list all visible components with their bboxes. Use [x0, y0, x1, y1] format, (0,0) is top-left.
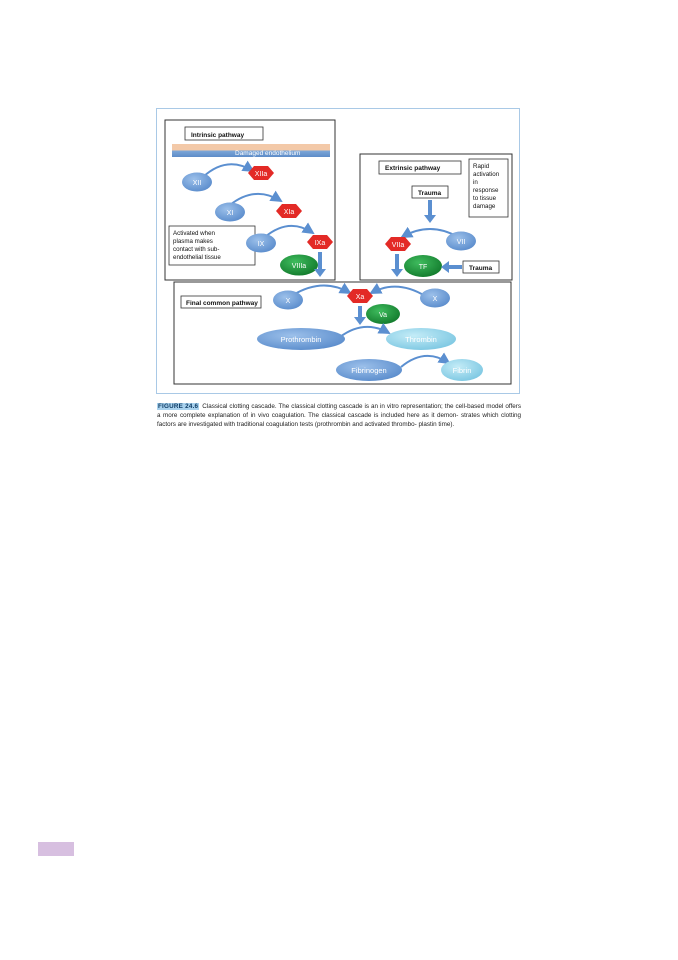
arrow-trauma-head	[424, 215, 436, 223]
factor-vii-label: VII	[457, 239, 466, 246]
factor-xia	[276, 204, 302, 218]
factor-thrombin	[386, 328, 456, 350]
factor-viiia-label: VIIIa	[292, 263, 307, 270]
factor-xi-label: XI	[227, 210, 234, 217]
arrow-viia-head	[391, 269, 403, 277]
arrow-ixa-head	[314, 269, 326, 277]
factor-xiia	[248, 166, 274, 180]
page-edge-tab	[38, 842, 74, 856]
common-title: Final common pathway	[186, 300, 258, 307]
factor-ixa	[307, 235, 333, 249]
arc-xii-xiia	[202, 160, 255, 178]
trauma-top-label: Trauma	[418, 190, 442, 197]
endothelium-label: Damaged endothelium	[235, 150, 300, 157]
factor-vii	[446, 231, 476, 251]
arc-ix-ixa	[264, 222, 315, 238]
arc-prothrombin-thrombin	[339, 322, 391, 338]
factor-xi	[215, 202, 245, 222]
factor-xii-label: XII	[193, 180, 202, 187]
figure-frame: Intrinsic pathway Damaged endothelium XI…	[156, 108, 520, 394]
factor-fibrinogen	[336, 359, 402, 381]
factor-va	[366, 304, 400, 324]
factor-prothrombin-label: Prothrombin	[281, 335, 322, 344]
arc-x-right-xa	[369, 282, 426, 297]
arrow-trauma-side-head	[441, 261, 449, 273]
factor-xia-label: XIa	[284, 209, 295, 216]
factor-xa-label: Xa	[356, 294, 365, 301]
factor-tf-label: TF	[419, 264, 428, 271]
factor-viia-label: VIIa	[392, 242, 405, 249]
factor-xiia-label: XIIa	[255, 171, 268, 178]
factor-ix	[246, 233, 276, 253]
factor-thrombin-label: Thrombin	[405, 335, 437, 344]
factor-viiia	[280, 254, 318, 276]
caption-line-1: Classical clotting cascade. The classica…	[202, 403, 485, 410]
figure-label: FIGURE 24.6	[157, 403, 200, 410]
factor-xa	[347, 289, 373, 303]
factor-viia	[385, 237, 411, 251]
factor-ixa-label: IXa	[315, 240, 326, 247]
arrow-xa-head	[354, 317, 366, 325]
trauma-side-box	[462, 260, 500, 274]
caption-line-4: plastin time).	[418, 421, 455, 428]
factor-prothrombin	[257, 328, 345, 350]
damaged-endothelium-bar	[172, 144, 330, 157]
extrinsic-note-box	[468, 158, 509, 218]
factor-fibrin-label: Fibrin	[453, 366, 472, 375]
extrinsic-title: Extrinsic pathway	[385, 165, 441, 172]
intrinsic-title-box	[184, 126, 264, 141]
extrinsic-title-box	[378, 160, 462, 175]
caption-line-3: strates which clotting factors are inves…	[157, 412, 521, 428]
trauma-top-box	[411, 185, 449, 199]
arc-fibrinogen-fibrin	[400, 352, 451, 368]
clotting-cascade-diagram: Intrinsic pathway Damaged endothelium XI…	[164, 119, 513, 385]
factor-x-left-label: X	[286, 298, 291, 305]
arc-xi-xia	[229, 190, 283, 206]
factor-x-right-label: X	[433, 296, 438, 303]
factor-x-right	[420, 288, 450, 308]
factor-fibrinogen-label: Fibrinogen	[351, 366, 386, 375]
intrinsic-note: Activated when plasma makes contact with…	[173, 230, 221, 261]
common-title-box	[180, 295, 262, 309]
intrinsic-title: Intrinsic pathway	[191, 132, 244, 139]
factor-ix-label: IX	[258, 241, 265, 248]
intrinsic-note-box	[168, 225, 256, 266]
factor-xii	[182, 172, 212, 192]
trauma-side-label: Trauma	[469, 265, 493, 272]
factor-va-label: Va	[379, 312, 387, 319]
arc-x-left-xa	[292, 282, 352, 296]
factor-fibrin	[441, 359, 483, 381]
caption-line-2: model offers a more complete explanation…	[157, 403, 522, 419]
factor-tf	[404, 255, 442, 277]
extrinsic-note: Rapid activation in response to tissue d…	[473, 163, 501, 210]
factor-x-left	[273, 290, 303, 310]
